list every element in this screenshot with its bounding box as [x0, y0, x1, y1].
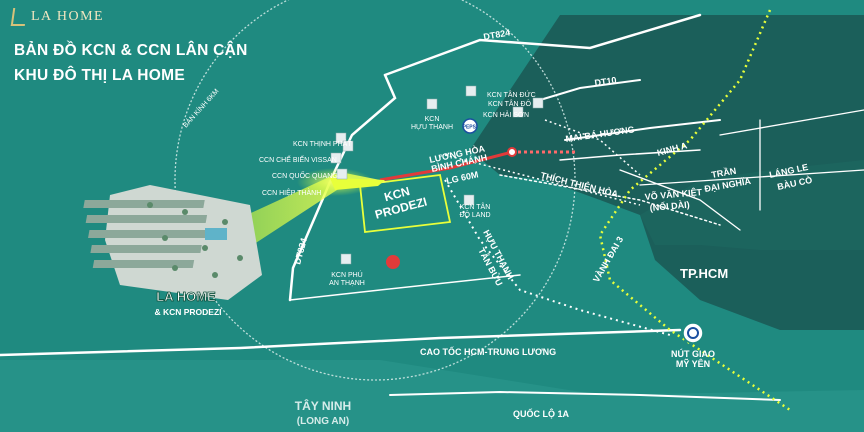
road-huu-thanh-tan-buu — [444, 179, 671, 336]
logo-mark-icon — [10, 8, 28, 26]
road-city-4 — [619, 169, 741, 231]
park-label: KCN TÂN ĐỨC — [487, 90, 536, 99]
road-label: DT10 — [594, 75, 617, 88]
factory-icon — [342, 140, 354, 152]
factory-icon — [335, 132, 347, 144]
factory-icon — [330, 152, 342, 164]
highlight-beam — [225, 172, 390, 250]
factory-icon — [532, 97, 544, 109]
brand-logo-text: LA HOME — [31, 9, 105, 24]
interchange-icon — [682, 322, 704, 344]
highlight-site — [330, 178, 385, 190]
factory-icon — [336, 168, 348, 180]
park-label: KCN TÂN ĐÔ — [488, 99, 532, 108]
factory-icon — [465, 85, 477, 97]
park-label: KCN TÂN — [460, 202, 491, 211]
city-area — [470, 15, 864, 330]
road-local — [289, 274, 521, 301]
place-label: MỸ YÊN — [676, 358, 710, 369]
road-label: QUỐC LỘ 1A — [513, 408, 570, 419]
prodezi-outline — [359, 174, 452, 234]
road-luong-hoa — [379, 150, 513, 182]
road-label: TRẦN — [711, 166, 737, 180]
park-label: KCN — [425, 116, 440, 123]
road-label: (NỐI DÀI) — [649, 199, 690, 213]
park-label: KCN HẢI SƠN — [483, 110, 529, 119]
map-title-line1: BẢN ĐỒ KCN & CCN LÂN CẬN — [14, 42, 248, 59]
park-label: CCN QUỐC QUANG — [272, 170, 338, 180]
road-label: DT824 — [483, 27, 511, 42]
brand-logo: LA HOME — [10, 8, 105, 26]
park-label: ĐÔ LAND — [459, 210, 490, 219]
road-label: CAO TỐC HCM-TRUNG LƯƠNG — [420, 346, 556, 357]
prodezi-label-1: KCN — [383, 184, 412, 204]
road-city-2 — [719, 109, 864, 136]
la-home-base — [105, 185, 262, 300]
road-kinh-a — [559, 149, 701, 161]
la-home-label-1: LA HOME — [156, 289, 216, 304]
park-label: KCN THỊNH PHÁT — [293, 139, 352, 148]
factory-icon — [512, 106, 524, 118]
road-mai-ba-huong — [564, 119, 721, 141]
road-cao-toc — [0, 328, 682, 357]
factory-icon — [463, 194, 475, 206]
place-label: (LONG AN) — [297, 416, 349, 427]
lower-land — [0, 360, 864, 432]
park-label: CCN HIỆP THÀNH — [262, 188, 321, 197]
junction-marker — [507, 147, 517, 157]
road-dt824-top — [383, 13, 702, 77]
map-title-line2: KHU ĐÔ THỊ LA HOME — [14, 67, 186, 84]
la-home-pool — [205, 228, 227, 240]
place-label: TÂY NINH — [295, 398, 351, 413]
place-label: NÚT GIAO — [671, 348, 715, 359]
place-label: TP.HCM — [680, 266, 728, 281]
road-planned-2 — [444, 154, 641, 206]
road-thich-thien-hoa — [499, 174, 721, 226]
pepsi-text: PEPSI — [463, 125, 478, 131]
park-label: HỰU THẠNH — [411, 124, 453, 131]
la-home-development — [83, 185, 262, 300]
park-label: AN THẠNH — [329, 280, 365, 287]
pepsi-logo — [462, 118, 478, 134]
radius-circle — [174, 0, 576, 381]
la-home-label-2: & KCN PRODEZI — [154, 307, 221, 317]
city-area-inner — [640, 160, 864, 250]
park-label: KCN PHÚ — [331, 270, 363, 279]
coca-cola-logo — [386, 255, 400, 269]
road-label: VÕ VĂN KIỆT — [644, 186, 703, 202]
factory-icon — [426, 98, 438, 110]
factory-icon — [340, 253, 352, 265]
road-city-3 — [639, 169, 864, 186]
interchange-ring — [687, 327, 699, 339]
industrial-park-markers: PEPSI — [330, 85, 544, 269]
road-quoc-lo — [389, 390, 781, 401]
park-label: CCN CHẾ BIẾN VISSAN — [259, 154, 337, 164]
road-dt10 — [539, 79, 641, 101]
road-vanh-dai-3 — [598, 9, 791, 412]
